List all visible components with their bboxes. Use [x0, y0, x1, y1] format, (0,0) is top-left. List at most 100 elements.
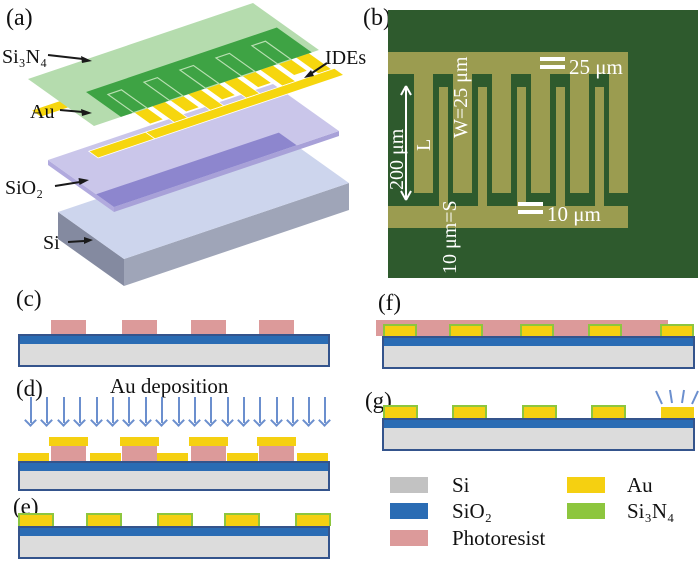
photoresist-block — [259, 320, 294, 334]
si3n4-coated-electrode — [224, 513, 260, 526]
si3n4-coated-electrode — [660, 324, 694, 336]
sio2-film — [384, 338, 693, 346]
substrate-box — [18, 334, 330, 367]
legend-label-au: Au — [627, 473, 653, 497]
deposition-arrow-icon — [243, 397, 245, 423]
etch-rays-icon — [655, 389, 699, 405]
deposition-arrow-icon — [46, 397, 48, 423]
legend-swatch-sio2 — [390, 503, 428, 519]
measure-marker — [540, 65, 565, 69]
ide-top-bus — [388, 52, 628, 74]
deposition-arrow-icon — [145, 397, 147, 423]
au-strip — [157, 453, 188, 461]
au-cap — [257, 437, 296, 446]
panel-f-label: (f) — [378, 290, 401, 315]
panel-c-label: (c) — [16, 286, 42, 311]
legend-label-photoresist: Photoresist — [452, 526, 546, 550]
au-strip — [227, 453, 258, 461]
photoresist-block — [51, 320, 86, 334]
ide-finger — [556, 87, 565, 206]
ide-finger — [439, 87, 448, 206]
deposition-arrow-icon — [308, 397, 310, 423]
deposition-arrow-icon — [227, 397, 229, 423]
au-strip — [18, 453, 49, 461]
deposition-arrow-icon — [30, 397, 32, 423]
au-deposition-title: Au deposition — [110, 374, 229, 398]
legend-swatch-si3n4 — [567, 503, 605, 519]
legend-label-si: Si — [452, 473, 470, 497]
sio2-film — [20, 463, 328, 471]
layer-label-au: Au — [30, 101, 54, 123]
finger-length-label: 200 μm — [386, 128, 408, 190]
ide-finger — [595, 87, 604, 206]
ide-electrode-pattern — [388, 52, 628, 228]
si3n4-coated-electrode — [522, 405, 557, 418]
deposition-arrow-icon — [128, 397, 130, 423]
deposition-arrow-icon — [96, 397, 98, 423]
layer-label-sio2: SiO₂ — [5, 177, 43, 199]
ide-finger — [414, 74, 433, 193]
panel-a-label: (a) — [6, 5, 33, 31]
substrate-box — [18, 526, 330, 559]
ide-finger — [453, 74, 472, 193]
si-arrow-icon — [67, 240, 85, 243]
measure-marker — [518, 202, 543, 206]
deposition-arrow-icon — [178, 397, 180, 423]
panel-b-micrograph: (b) 200 μm L W=25 μm 10 μm=S — [363, 5, 698, 278]
ide-bottom-bus — [388, 206, 628, 228]
sio2-film — [20, 336, 328, 344]
si3n4-coated-electrode — [86, 513, 122, 526]
si3n4-sheet-3d — [28, 2, 319, 127]
photoresist-block — [51, 446, 86, 461]
substrate-box — [382, 336, 695, 369]
legend-label-si3n4: Si₃N₄ — [627, 499, 675, 523]
legend-swatch-au — [567, 477, 605, 493]
ide-finger — [531, 74, 550, 193]
substrate-box — [382, 418, 695, 451]
legend-swatch-si — [390, 477, 428, 493]
photoresist-block — [191, 320, 226, 334]
photoresist-block — [259, 446, 294, 461]
si3n4-coated-electrode — [591, 405, 626, 418]
length-symbol-label: L — [413, 139, 435, 151]
deposition-arrow-icon — [324, 397, 326, 423]
au-cap — [120, 437, 159, 446]
si3n4-coated-electrode — [452, 405, 487, 418]
deposition-arrow-icon — [63, 397, 65, 423]
si3n4-coated-electrode — [157, 513, 193, 526]
au-strip — [297, 453, 328, 461]
au-strip — [90, 453, 121, 461]
deposition-arrow-icon — [112, 397, 114, 423]
si3n4-coated-electrode — [449, 324, 483, 336]
deposition-arrow-icon — [161, 397, 163, 423]
exposed-au-pad — [661, 407, 694, 418]
si3n4-coated-electrode — [520, 324, 554, 336]
deposition-arrow-icon — [210, 397, 212, 423]
panel-b-label: (b) — [363, 5, 391, 31]
length-arrow-icon — [400, 85, 412, 201]
ide-finger — [570, 74, 589, 193]
deposition-arrow-icon — [194, 397, 196, 423]
si3n4-coated-electrode — [383, 405, 418, 418]
ide-finger — [478, 87, 487, 206]
si3n4-arrow-icon — [47, 54, 84, 60]
au-cap — [49, 437, 88, 446]
legend-label-sio2: SiO₂ — [452, 499, 493, 523]
layer-label-si: Si — [43, 232, 60, 254]
ides-arrow-icon — [311, 62, 328, 74]
sio2-layer-3d — [48, 83, 339, 212]
deposition-arrow-icon — [276, 397, 278, 423]
deposition-arrow-icon — [292, 397, 294, 423]
gap-width-label: 10 μm — [547, 202, 601, 226]
substrate-box — [18, 461, 330, 491]
sio2-film — [384, 420, 693, 428]
au-cap — [189, 437, 228, 446]
finger-spacing-label: 10 μm=S — [439, 200, 461, 274]
si-substrate-3d — [58, 135, 349, 286]
bus-width-label: 25 μm — [569, 55, 623, 79]
finger-width-label: W=25 μm — [450, 56, 472, 138]
sio2-film — [20, 528, 328, 536]
measure-marker — [540, 57, 565, 61]
deposition-arrow-icon — [79, 397, 81, 423]
